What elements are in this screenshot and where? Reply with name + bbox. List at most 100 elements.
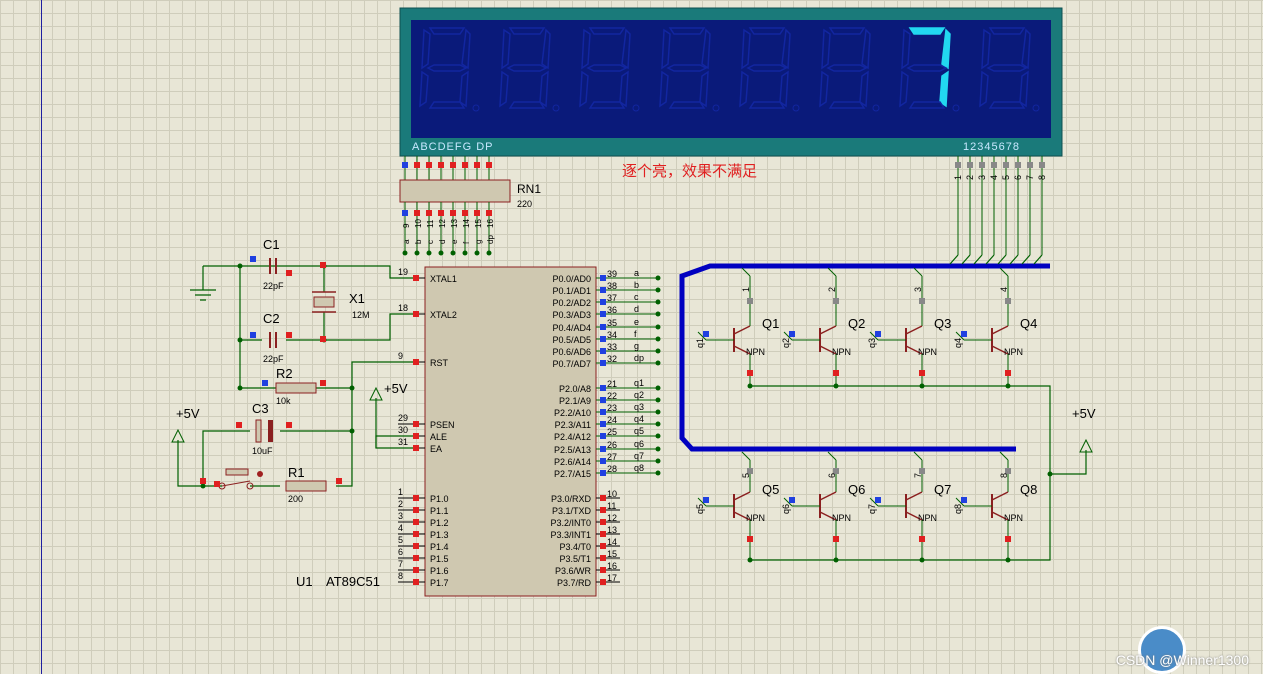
segment-e (979, 70, 989, 108)
junction-dot (237, 263, 243, 269)
rn1-pin-label: b (414, 239, 423, 244)
u1-pin-9 (413, 359, 419, 365)
segment-dp (792, 104, 800, 112)
segment-e (579, 70, 589, 108)
segment-label: ABCDEFG DP (412, 141, 494, 153)
segment-d (748, 101, 786, 109)
vcc-symbol-2: +5V (369, 381, 408, 401)
segment-d (668, 101, 706, 109)
u1-pin-name: P1.2 (430, 518, 449, 528)
display-digits (419, 27, 1040, 112)
segment-d (908, 101, 946, 109)
segment-e (819, 70, 829, 108)
base-pin (961, 497, 967, 503)
base-pin (961, 331, 967, 337)
rn1-resistor-network[interactable]: RN1 220 (399, 179, 541, 209)
collector-net-label: 7 (913, 473, 923, 478)
u1-pin-name: P3.3/INT1 (550, 530, 591, 540)
segment-d (508, 101, 546, 109)
u1-pin-number: 5 (398, 535, 403, 545)
u1-right-pins: 39P0.0/AD0a38P0.1/AD1b37P0.2/AD2c36P0.3/… (550, 268, 661, 588)
rn1-pin-node (462, 250, 468, 256)
u1-pin-number: 9 (398, 351, 403, 361)
u1-pin-number: 19 (398, 267, 408, 277)
u1-pin-number: 30 (398, 425, 408, 435)
net-label: q2 (634, 390, 644, 400)
u1-pin-number: 25 (607, 427, 617, 437)
u1-pin-18 (413, 311, 419, 317)
collector-pin (1005, 468, 1011, 474)
r1-name: R1 (288, 465, 305, 480)
segment-dp (712, 104, 720, 112)
transistor-ref: Q3 (934, 316, 951, 331)
display-pin-g (474, 162, 480, 168)
segment-e (899, 70, 909, 108)
collector-pin (833, 468, 839, 474)
collector-pin (919, 468, 925, 474)
net-label: a (634, 268, 639, 278)
u1-pin-number: 35 (607, 318, 617, 328)
watermark: CSDN @Winner1300 (1115, 652, 1249, 668)
rn1-pin-node (438, 250, 444, 256)
segment-d (988, 101, 1026, 109)
seven-segment-display[interactable]: ABCDEFG DP 12345678 (399, 7, 1063, 157)
junction-dot (349, 428, 355, 434)
transistor-ref: Q1 (762, 316, 779, 331)
u1-pin-name: XTAL2 (430, 310, 457, 320)
c3-capacitor[interactable]: C3 10uF (236, 401, 292, 456)
rn1-pin-number: 16 (486, 219, 495, 228)
u1-pin-name: ALE (430, 432, 447, 442)
r2-resistor[interactable]: R2 10k (262, 366, 326, 406)
c3-name: C3 (252, 401, 269, 416)
rn1-value: 220 (517, 199, 532, 209)
reset-pushbutton[interactable] (214, 468, 263, 490)
segment-a (908, 27, 946, 35)
u1-pin-4 (413, 531, 419, 537)
u1-pin-number: 8 (398, 571, 403, 581)
u1-pin-10 (600, 495, 606, 501)
osc-reset-wires (177, 265, 413, 487)
digit-pin-5 (1003, 162, 1009, 168)
c1-name: C1 (263, 237, 280, 252)
transistor-type: NPN (832, 347, 851, 357)
segment-b (781, 28, 791, 70)
u1-pin-15 (600, 555, 606, 561)
base-net-label: q4 (953, 338, 963, 348)
base-pin (875, 331, 881, 337)
net-node (655, 275, 661, 281)
u1-pin-name: P3.1/TXD (552, 506, 592, 516)
net-node (655, 433, 661, 439)
x1-crystal[interactable]: X1 12M (312, 262, 370, 342)
u1-pin-name: P2.2/A10 (554, 408, 591, 418)
u1-pin-34 (600, 336, 606, 342)
u1-pin-name: P2.4/A12 (554, 432, 591, 442)
transistor-type: NPN (832, 513, 851, 523)
rn1-pin-node (402, 250, 408, 256)
u1-pin-name: P2.7/A15 (554, 469, 591, 479)
u1-pin-name: P3.5/T1 (559, 554, 591, 564)
net-node (655, 336, 661, 342)
net-node (655, 299, 661, 305)
u1-part: AT89C51 (326, 574, 380, 589)
net-node (655, 324, 661, 330)
u1-pin-8 (413, 579, 419, 585)
u1-microcontroller[interactable] (424, 266, 597, 597)
display-pin-f (462, 162, 468, 168)
junction-dot (237, 337, 243, 343)
c1-capacitor[interactable]: C1 22pF (250, 237, 292, 291)
collector-net-label: 4 (999, 287, 1009, 292)
u1-pin-36 (600, 311, 606, 317)
r1-resistor[interactable]: R1 200 (285, 465, 342, 504)
u1-pin-name: PSEN (430, 420, 455, 430)
net-label: q3 (634, 402, 644, 412)
c2-capacitor[interactable]: C2 22pF (250, 311, 292, 364)
